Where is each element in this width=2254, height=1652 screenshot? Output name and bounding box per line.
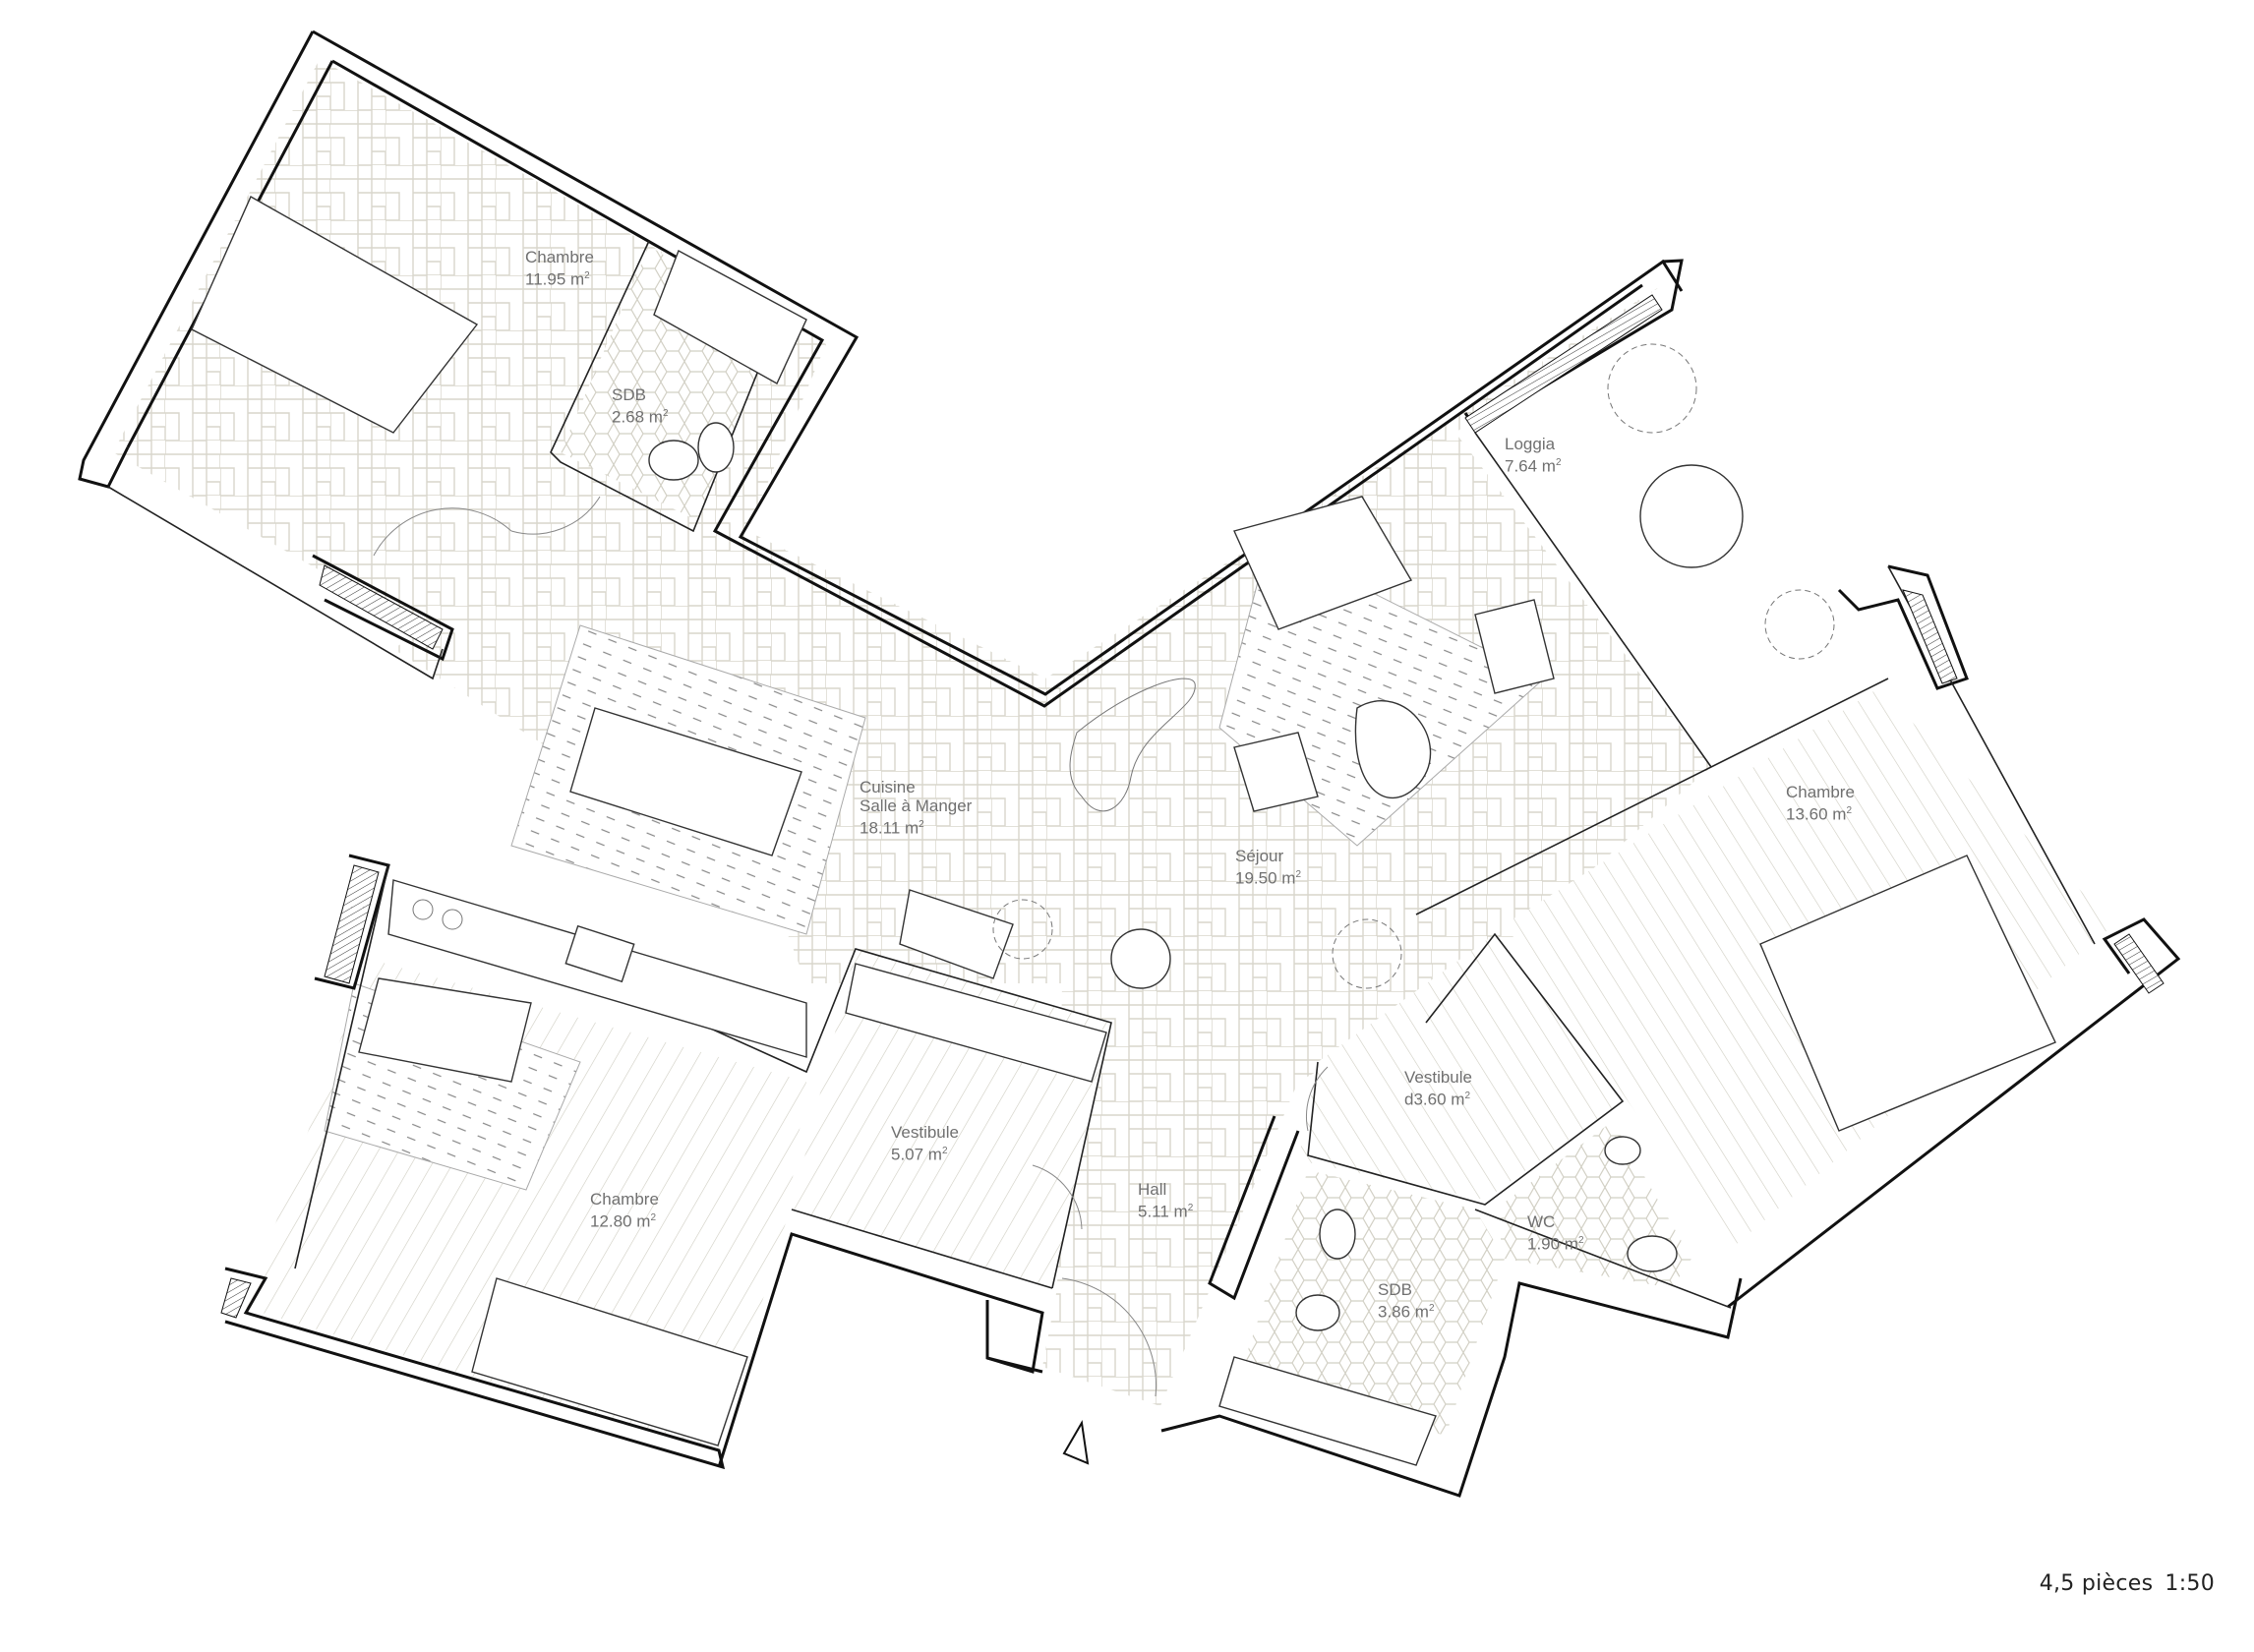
exterior-walls [78, 30, 2181, 1498]
room-name: Loggia [1505, 435, 1556, 453]
room-label-loggia: Loggia 7.64 m2 [1505, 435, 1562, 476]
room-area: d3.60 m [1404, 1090, 1465, 1109]
desk [358, 977, 532, 1083]
kitchen-sink [564, 924, 635, 983]
room-area: 1.90 m [1527, 1234, 1578, 1254]
floor-sdb-2 [1239, 1170, 1505, 1436]
room-label-sdb-2: SDB 3.86 m2 [1378, 1280, 1435, 1322]
room-area: 18.11 m [860, 818, 919, 838]
room-area: 2.68 m [612, 407, 663, 427]
bathtub-1 [653, 250, 807, 384]
door-swings [373, 496, 1329, 1397]
dining-table [569, 707, 802, 856]
double-bed-1 [191, 196, 479, 434]
sideboard [899, 889, 1014, 979]
room-name: Cuisine [860, 778, 916, 796]
interior-walls [107, 240, 2096, 1309]
room-area: 13.60 m [1786, 804, 1847, 824]
room-name: Chambre [1786, 783, 1855, 801]
loggia-table [1639, 464, 1744, 568]
room-name: WC [1527, 1212, 1556, 1231]
coffee-table [1354, 700, 1432, 798]
bed-2 [471, 1277, 748, 1446]
toilet-1 [648, 440, 699, 481]
washbasin-1 [697, 422, 735, 473]
room-label-sdb-1: SDB 2.68 m2 [612, 385, 669, 427]
room-name-2: Salle à Manger [860, 796, 973, 815]
room-label-vestibule-2: Vestibule d3.60 m2 [1404, 1068, 1472, 1109]
plan-scale: 1:50 [2165, 1571, 2215, 1596]
room-label-sejour: Séjour 19.50 m2 [1235, 847, 1301, 888]
sofa [1233, 496, 1413, 630]
armchair-1 [1474, 599, 1555, 694]
room-area: 12.80 m [590, 1211, 651, 1231]
room-name: SDB [612, 385, 646, 404]
round-stool [1110, 928, 1171, 989]
insulation-hatch [220, 294, 2165, 1319]
room-area: 7.64 m [1505, 456, 1556, 476]
double-bed-3 [1759, 855, 2056, 1132]
armchair-2 [1233, 732, 1319, 812]
toilet-wc [1627, 1235, 1678, 1272]
room-name: Chambre [525, 248, 594, 266]
room-area: 19.50 m [1235, 868, 1296, 888]
floor-herringbone [113, 59, 1711, 1406]
room-label-cuisine: Cuisine Salle à Manger 18.11 m2 [860, 778, 973, 838]
room-name: Vestibule [891, 1123, 959, 1142]
plants [992, 343, 1835, 989]
furniture [191, 196, 2056, 1466]
washbasin-2 [1319, 1209, 1356, 1260]
room-label-chambre-2: Chambre 12.80 m2 [590, 1190, 659, 1231]
room-name: SDB [1378, 1280, 1412, 1299]
plan-title: 4,5 pièces [2039, 1571, 2154, 1596]
wardrobe [845, 963, 1107, 1083]
room-label-vestibule-1: Vestibule 5.07 m2 [891, 1123, 959, 1164]
room-name: Vestibule [1404, 1068, 1472, 1087]
room-label-wc: WC 1.90 m2 [1527, 1212, 1584, 1254]
room-area: 3.86 m [1378, 1302, 1429, 1322]
washbasin-wc [1604, 1136, 1641, 1165]
toy-track [1069, 678, 1196, 812]
room-name: Chambre [590, 1190, 659, 1209]
room-label-chambre-3: Chambre 13.60 m2 [1786, 783, 1855, 824]
plan-caption: 4,5 pièces 1:50 [2040, 1571, 2215, 1596]
room-name: Hall [1138, 1180, 1167, 1199]
room-area: 5.11 m [1138, 1202, 1188, 1221]
triangle-entrance-icon [1062, 1420, 1090, 1465]
room-area: 5.07 m [891, 1145, 942, 1164]
room-label-chambre-1: Chambre 11.95 m2 [525, 248, 594, 289]
toilet-2 [1295, 1294, 1340, 1331]
room-name: Séjour [1235, 847, 1284, 865]
bathtub-2 [1218, 1356, 1437, 1466]
room-label-hall: Hall 5.11 m2 [1138, 1180, 1194, 1221]
floor-vestibule-2 [1298, 934, 1623, 1200]
room-area: 11.95 m [525, 269, 585, 289]
